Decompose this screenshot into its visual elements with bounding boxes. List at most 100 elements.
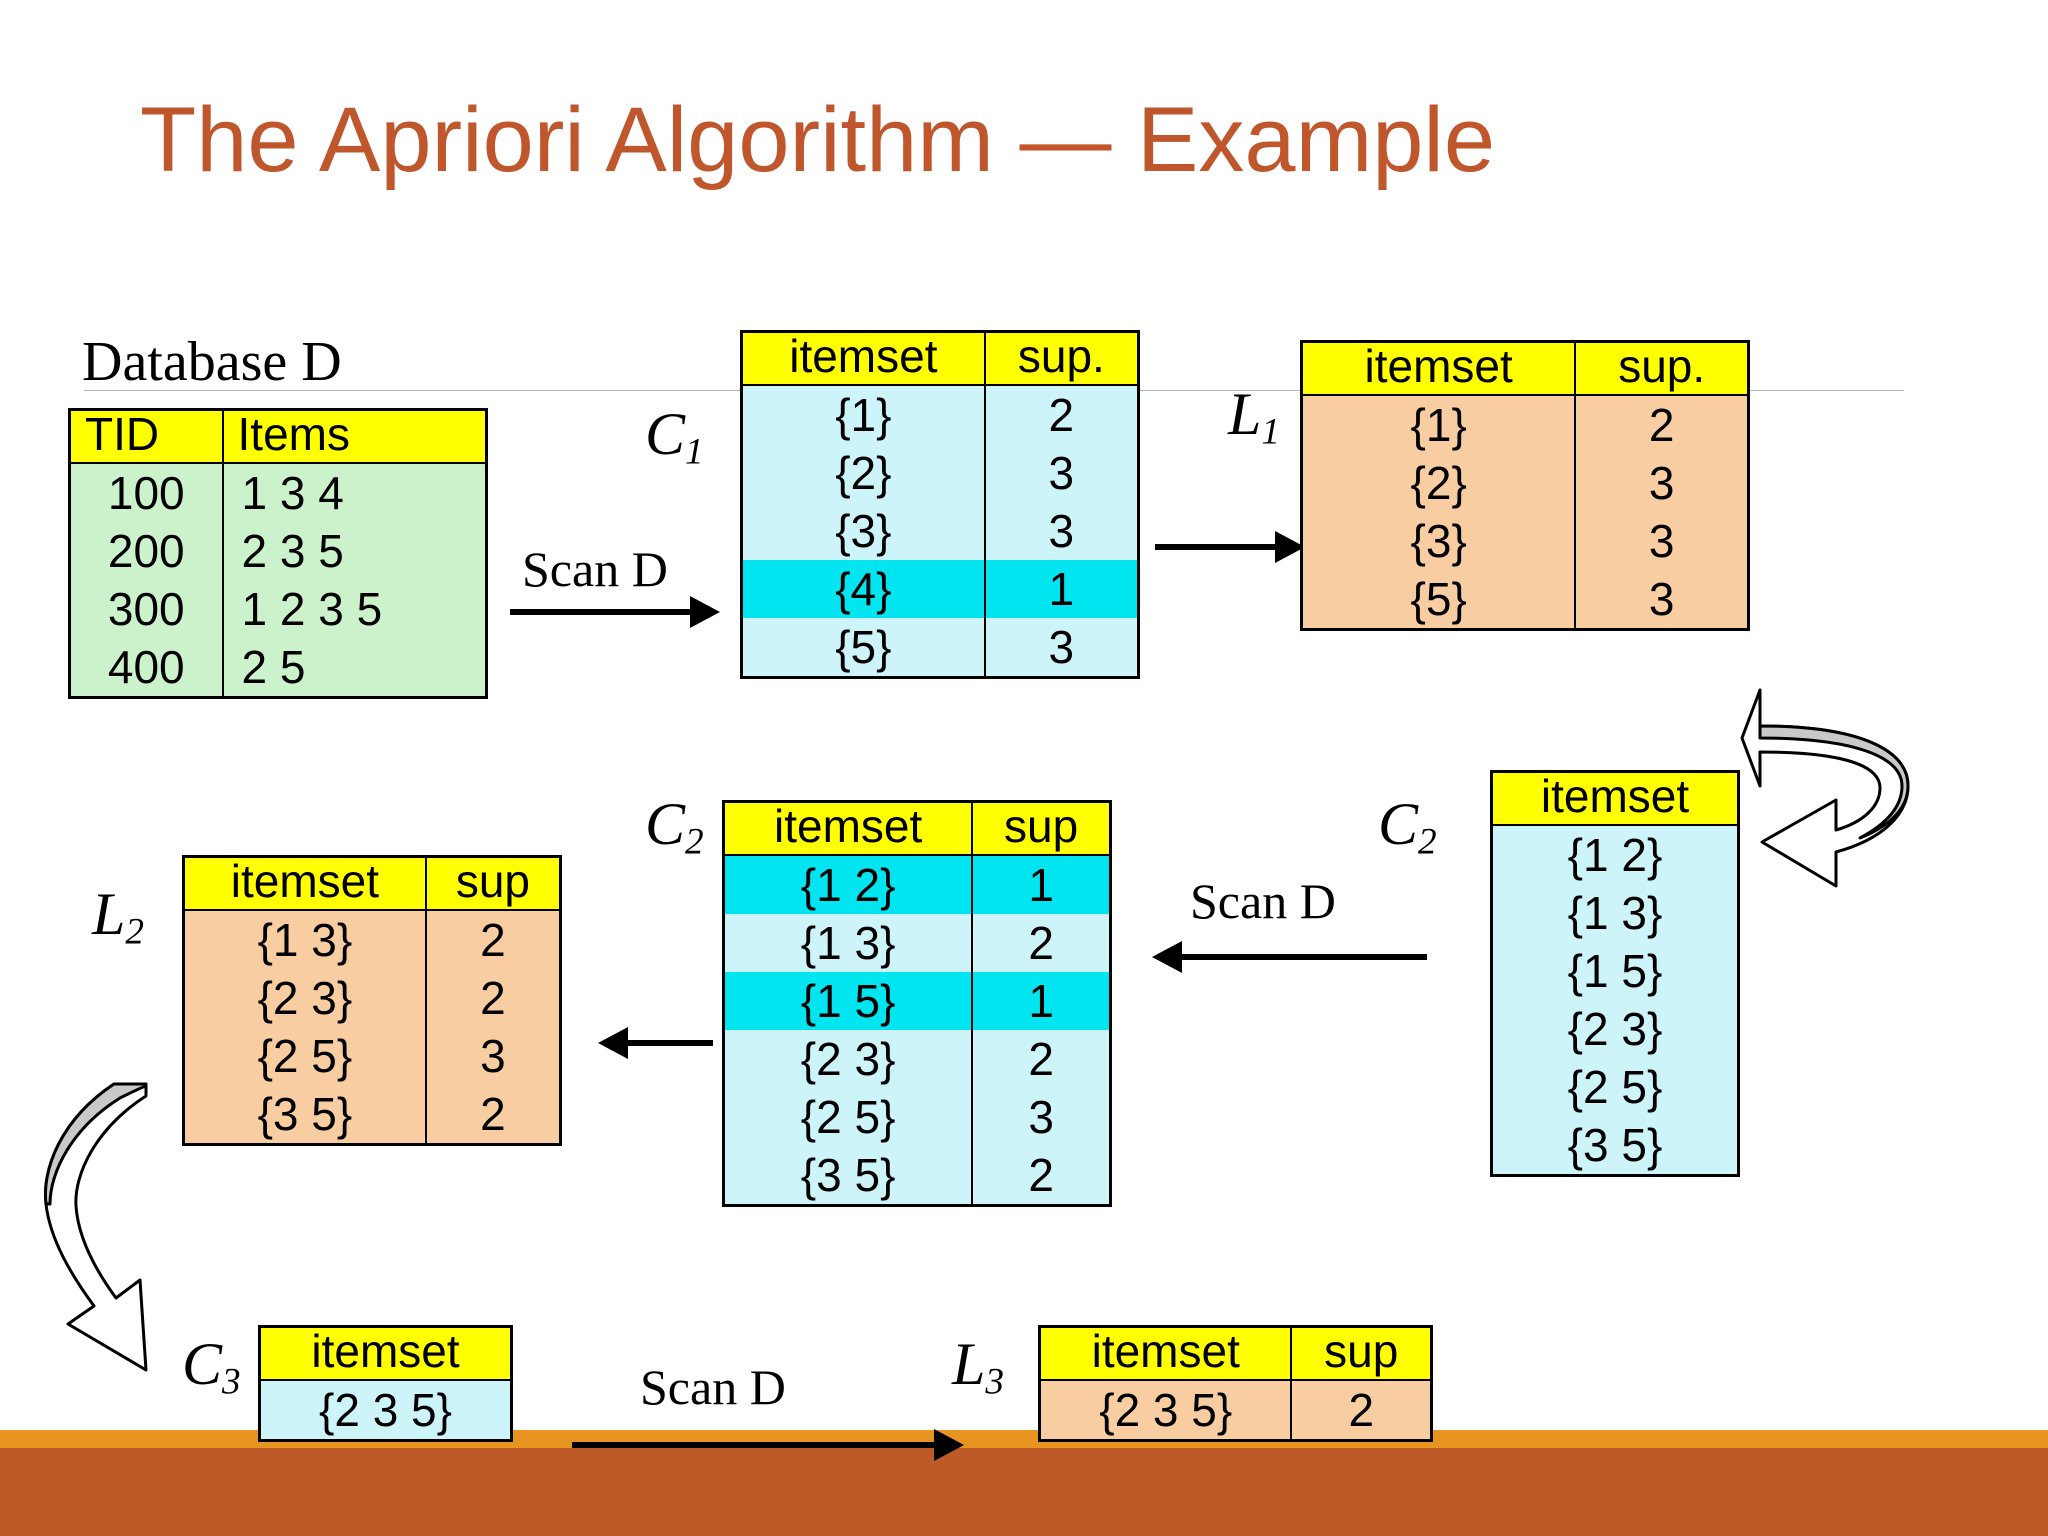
cell-itemset: {1 3} xyxy=(722,913,974,972)
arrow-head xyxy=(934,1429,964,1461)
table-row: 100 1 3 4 xyxy=(68,462,488,522)
table-row: {1} 2 xyxy=(740,384,1140,444)
cell-tid: 400 xyxy=(68,637,224,699)
scan-d-label-1: Scan D xyxy=(522,541,668,597)
database-table: TID Items 100 1 3 4 200 2 3 5 300 1 2 3 … xyxy=(68,408,488,699)
cell-itemset: {1 5} xyxy=(722,971,974,1030)
arrow-shaft xyxy=(572,1442,942,1448)
table-header-row: TID Items xyxy=(68,408,488,464)
curved-arrow-l1-to-c2 xyxy=(1740,688,2040,900)
table-row: {3 5} xyxy=(1490,1115,1740,1177)
table-row: {5} 3 xyxy=(1300,569,1750,631)
cell-sup: 2 xyxy=(424,1084,562,1146)
cell-itemset: {2 3 5} xyxy=(1038,1379,1293,1442)
arrow-c2-to-l2 xyxy=(598,1027,713,1059)
cell-sup: 2 xyxy=(971,1029,1112,1088)
table-row: {3 5} 2 xyxy=(722,1145,1112,1207)
cell-itemset: {2 5} xyxy=(1490,1057,1740,1116)
cell-sup: 3 xyxy=(983,443,1140,502)
l2-label: L2 xyxy=(92,881,144,953)
cell-itemset: {2 3} xyxy=(1490,999,1740,1058)
cell-sup: 3 xyxy=(1574,453,1750,512)
table-row: {2 5} xyxy=(1490,1057,1740,1116)
table-row: 300 1 2 3 5 xyxy=(68,579,488,638)
c2-candidate-table: itemset {1 2} {1 3} {1 5} {2 3} {2 5} {3… xyxy=(1490,770,1740,1177)
table-row: 400 2 5 xyxy=(68,637,488,699)
l3-table: itemset sup {2 3 5} 2 xyxy=(1038,1325,1433,1442)
cell-itemset: {3} xyxy=(1300,511,1577,570)
cell-sup: 2 xyxy=(971,1145,1112,1207)
c1-label: C1 xyxy=(645,401,704,473)
column-header-sup: sup. xyxy=(1574,340,1750,396)
column-header-sup: sup xyxy=(971,800,1112,856)
arrow-scan-d-1 xyxy=(510,595,720,629)
cell-itemset: {1 3} xyxy=(182,909,427,969)
column-header-itemset: itemset xyxy=(1490,770,1740,826)
cell-sup: 3 xyxy=(1574,511,1750,570)
arrow-shaft xyxy=(1174,954,1427,960)
table-header-row: itemset xyxy=(1490,770,1740,826)
c2-count-table: itemset sup {1 2} 1 {1 3} 2 {1 5} 1 {2 3… xyxy=(722,800,1112,1207)
column-header-sup: sup. xyxy=(983,330,1140,386)
cell-itemset: {3 5} xyxy=(722,1145,974,1207)
cell-sup: 3 xyxy=(983,617,1140,679)
scan-d-label-3: Scan D xyxy=(640,1359,786,1415)
cell-itemset: {5} xyxy=(1300,569,1577,631)
bottom-brown-band xyxy=(0,1448,2048,1536)
cell-itemset: {3} xyxy=(740,501,986,560)
table-header-row: itemset sup xyxy=(182,855,562,911)
cell-sup: 2 xyxy=(1290,1379,1433,1442)
table-header-row: itemset sup. xyxy=(1300,340,1750,396)
table-row: {1 5} xyxy=(1490,941,1740,1000)
table-row: {1 3} 2 xyxy=(722,913,1112,972)
cell-sup: 2 xyxy=(424,968,562,1027)
cell-items: 2 3 5 xyxy=(221,521,488,580)
cell-sup: 2 xyxy=(1574,394,1750,454)
table-row: {5} 3 xyxy=(740,617,1140,679)
table-row: {3} 3 xyxy=(1300,511,1750,570)
cell-sup: 2 xyxy=(424,909,562,969)
table-header-row: itemset sup xyxy=(1038,1325,1433,1381)
table-row: {2 3} xyxy=(1490,999,1740,1058)
column-header-sup: sup xyxy=(424,855,562,911)
arrow-scan-d-3 xyxy=(572,1428,964,1462)
c2-candidates-label: C2 xyxy=(1378,791,1437,863)
column-header-sup: sup xyxy=(1290,1325,1433,1381)
cell-tid: 300 xyxy=(68,579,224,638)
table-row-highlighted: {1 5} 1 xyxy=(722,971,1112,1030)
cell-itemset: {1 2} xyxy=(1490,824,1740,884)
table-row: {1 3} 2 xyxy=(182,909,562,969)
cell-itemset: {2} xyxy=(740,443,986,502)
l1-table: itemset sup. {1} 2 {2} 3 {3} 3 {5} 3 xyxy=(1300,340,1750,631)
l2-table: itemset sup {1 3} 2 {2 3} 2 {2 5} 3 {3 5… xyxy=(182,855,562,1146)
arrow-scan-d-2 xyxy=(1152,940,1427,974)
cell-sup: 2 xyxy=(971,913,1112,972)
column-header-items: Items xyxy=(221,408,488,464)
cell-itemset: {2 3 5} xyxy=(258,1379,513,1442)
cell-sup: 3 xyxy=(1574,569,1750,631)
cell-itemset: {5} xyxy=(740,617,986,679)
cell-sup: 3 xyxy=(971,1087,1112,1146)
c1-table: itemset sup. {1} 2 {2} 3 {3} 3 {4} 1 {5} xyxy=(740,330,1140,679)
cell-tid: 100 xyxy=(68,462,224,522)
cell-sup: 2 xyxy=(983,384,1140,444)
scan-d-label-2: Scan D xyxy=(1190,873,1336,929)
table-header-row: itemset xyxy=(258,1325,513,1381)
curved-arrow-l2-to-c3 xyxy=(20,1080,250,1380)
cell-items: 1 3 4 xyxy=(221,462,488,522)
cell-itemset: {1 5} xyxy=(1490,941,1740,1000)
arrow-head xyxy=(598,1027,628,1059)
table-row: {3} 3 xyxy=(740,501,1140,560)
database-label: Database D xyxy=(82,331,342,393)
cell-itemset: {2 5} xyxy=(722,1087,974,1146)
cell-sup: 1 xyxy=(983,559,1140,618)
table-row: {2} 3 xyxy=(1300,453,1750,512)
c3-label: C3 xyxy=(182,1331,241,1403)
table-header-row: itemset sup xyxy=(722,800,1112,856)
cell-tid: 200 xyxy=(68,521,224,580)
l1-label: L1 xyxy=(1228,381,1280,453)
column-header-itemset: itemset xyxy=(1300,340,1577,396)
table-row: {2 5} 3 xyxy=(182,1026,562,1085)
column-header-tid: TID xyxy=(68,408,224,464)
